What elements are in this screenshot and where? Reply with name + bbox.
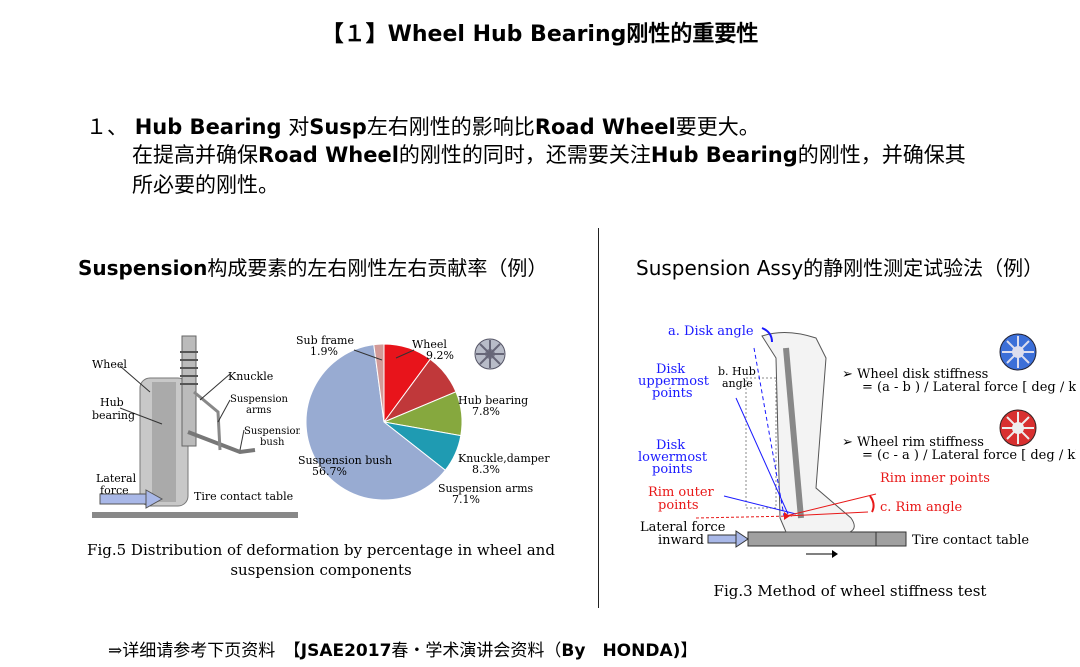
pie-label-value: 9.2% [426, 349, 454, 362]
label-disk-lowermost: lowermost [638, 450, 708, 465]
pie-label-name: Wheel [412, 338, 447, 351]
text-road-wheel: Road Wheel [258, 143, 399, 167]
paragraph-number: １、 [86, 115, 128, 139]
label-rim-inner: Rim inner points [880, 471, 990, 486]
footer-text: 春・学术演讲会资料（ [391, 641, 562, 661]
right-figure-caption: Fig.3 Method of wheel stiffness test [713, 582, 987, 600]
tire-contact-table [747, 531, 907, 547]
label-hub: Hub [100, 396, 124, 409]
paragraph-1: １、 Hub Bearing 对Susp左右刚性的影响比Road Wheel要更… [86, 112, 1076, 142]
title-part: 构成要素的左右刚性左右贡献率（例） [207, 256, 548, 280]
footer-reference: ⇒详细请参考下页资料 【JSAE2017春・学术演讲会资料（By HONDA)】 [108, 636, 697, 661]
wheel-icon [474, 338, 506, 370]
pie-label-name: Knuckle,damper [458, 452, 550, 465]
text-segment: 对 [281, 115, 310, 139]
label-wheel: Wheel [92, 358, 127, 371]
pie-label-name: Suspension arms [438, 482, 534, 495]
label-lateral: Lateral [96, 472, 137, 485]
pie-label-name: Sub frame [296, 334, 354, 347]
column-divider [598, 228, 599, 608]
footer-text: ⇒详细请参考下页资料 【 [108, 641, 301, 661]
label-arms: arms [246, 405, 271, 416]
title-part: Suspension [78, 256, 208, 280]
suspension-illustration: Wheel Hub bearing Knuckle Suspension arm… [92, 335, 300, 518]
red-wheel-icon [999, 409, 1037, 447]
label-force: force [100, 484, 129, 497]
pie-label-value: 7.1% [452, 493, 480, 506]
paragraph-2: 在提高并确保Road Wheel的刚性的同时，还需要关注Hub Bearing的… [132, 140, 1078, 200]
suspension-arm [187, 430, 256, 455]
label-tire-contact-table: Tire contact table [912, 533, 1029, 548]
label-hub-angle: angle [722, 377, 753, 390]
label-disk-uppermost: points [652, 386, 693, 401]
pie-slice-sub-frame [373, 343, 385, 423]
wheel-inner [152, 382, 176, 502]
label-lateral-force: Lateral force [640, 520, 726, 535]
label-disk-lowermost: points [652, 462, 693, 477]
page-title: 【１】Wheel Hub Bearing刚性的重要性 [321, 22, 759, 47]
label-disk-angle: a. Disk angle [668, 324, 754, 339]
pie-label-name: Hub bearing [458, 394, 528, 407]
text-segment: 的刚性，并确保其 [797, 143, 966, 167]
text-segment: 所必要的刚性。 [132, 173, 279, 197]
footer-text: JSAE2017 [300, 641, 392, 661]
label-bearing: bearing [92, 409, 135, 422]
text-road-wheel: Road Wheel [534, 115, 676, 139]
text-susp: Susp [309, 115, 367, 139]
wheel-stiffness-test-diagram: a. Disk angle Disk uppermost points b. H… [638, 324, 1076, 558]
footer-text: By HONDA) [561, 641, 681, 661]
label-wheel-rim-stiffness: ➢ Wheel rim stiffness [842, 435, 984, 450]
label-disk-uppermost: uppermost [638, 374, 710, 389]
right-figure-title: Suspension Assy的静刚性测定试验法（例） [636, 252, 1043, 281]
pie-label-value: 56.7% [312, 465, 347, 478]
title-part: Suspension Assy的静刚性测定试验法（例） [636, 256, 1044, 280]
label-disk-lowermost: Disk [656, 438, 685, 453]
text-hub-bearing: Hub Bearing [650, 143, 798, 167]
label-rim-outer: points [658, 498, 699, 513]
label-suspension-bush: Suspension [244, 426, 300, 437]
caption-line: Fig.5 Distribution of deformation by per… [87, 541, 555, 559]
pie-slice-suspension-bush [305, 344, 447, 501]
label-inward: inward [658, 533, 704, 548]
label-rim-outer: Rim outer [648, 485, 715, 500]
label-tire-contact-table: Tire contact table [194, 490, 293, 503]
wheel-section [761, 332, 855, 533]
label-bush: bush [260, 437, 285, 448]
label-wheel-disk-formula: = (a - b ) / Lateral force [ deg / kN ] [862, 380, 1076, 395]
label-rim-angle: c. Rim angle [880, 500, 963, 515]
text-segment: 在提高并确保 [132, 143, 258, 167]
text-segment: 左右刚性的影响比 [366, 115, 535, 139]
label-suspension-arms: Suspension [230, 394, 289, 405]
pie-leader-line [353, 349, 383, 361]
pie-label-value: 8.3% [472, 463, 500, 476]
pie-label-value: 1.9% [310, 345, 338, 358]
pie-label-name: Suspension bush [298, 454, 392, 467]
text-hub-bearing: Hub Bearing [134, 115, 282, 139]
pie-label-value: 7.8% [472, 405, 500, 418]
left-figure-caption: Fig.5 Distribution of deformation by per… [86, 540, 556, 580]
label-hub-angle: b. Hub [718, 365, 756, 378]
label-wheel-disk-stiffness: ➢ Wheel disk stiffness [842, 367, 988, 382]
text-segment: 要更大。 [675, 115, 760, 139]
ground-table [92, 512, 298, 518]
caption-line: suspension components [230, 561, 412, 579]
left-figure-title: Suspension构成要素的左右刚性左右贡献率（例） [78, 252, 547, 281]
text-segment: 的刚性的同时，还需要关注 [398, 143, 651, 167]
footer-text: 】 [680, 641, 698, 661]
pie-leader-line [395, 349, 415, 359]
label-wheel-rim-formula: = (c - a ) / Lateral force [ deg / kN ] [862, 448, 1076, 463]
label-knuckle: Knuckle [228, 370, 273, 383]
blue-wheel-icon [999, 333, 1037, 371]
strut [181, 335, 197, 447]
label-disk-uppermost: Disk [656, 362, 685, 377]
